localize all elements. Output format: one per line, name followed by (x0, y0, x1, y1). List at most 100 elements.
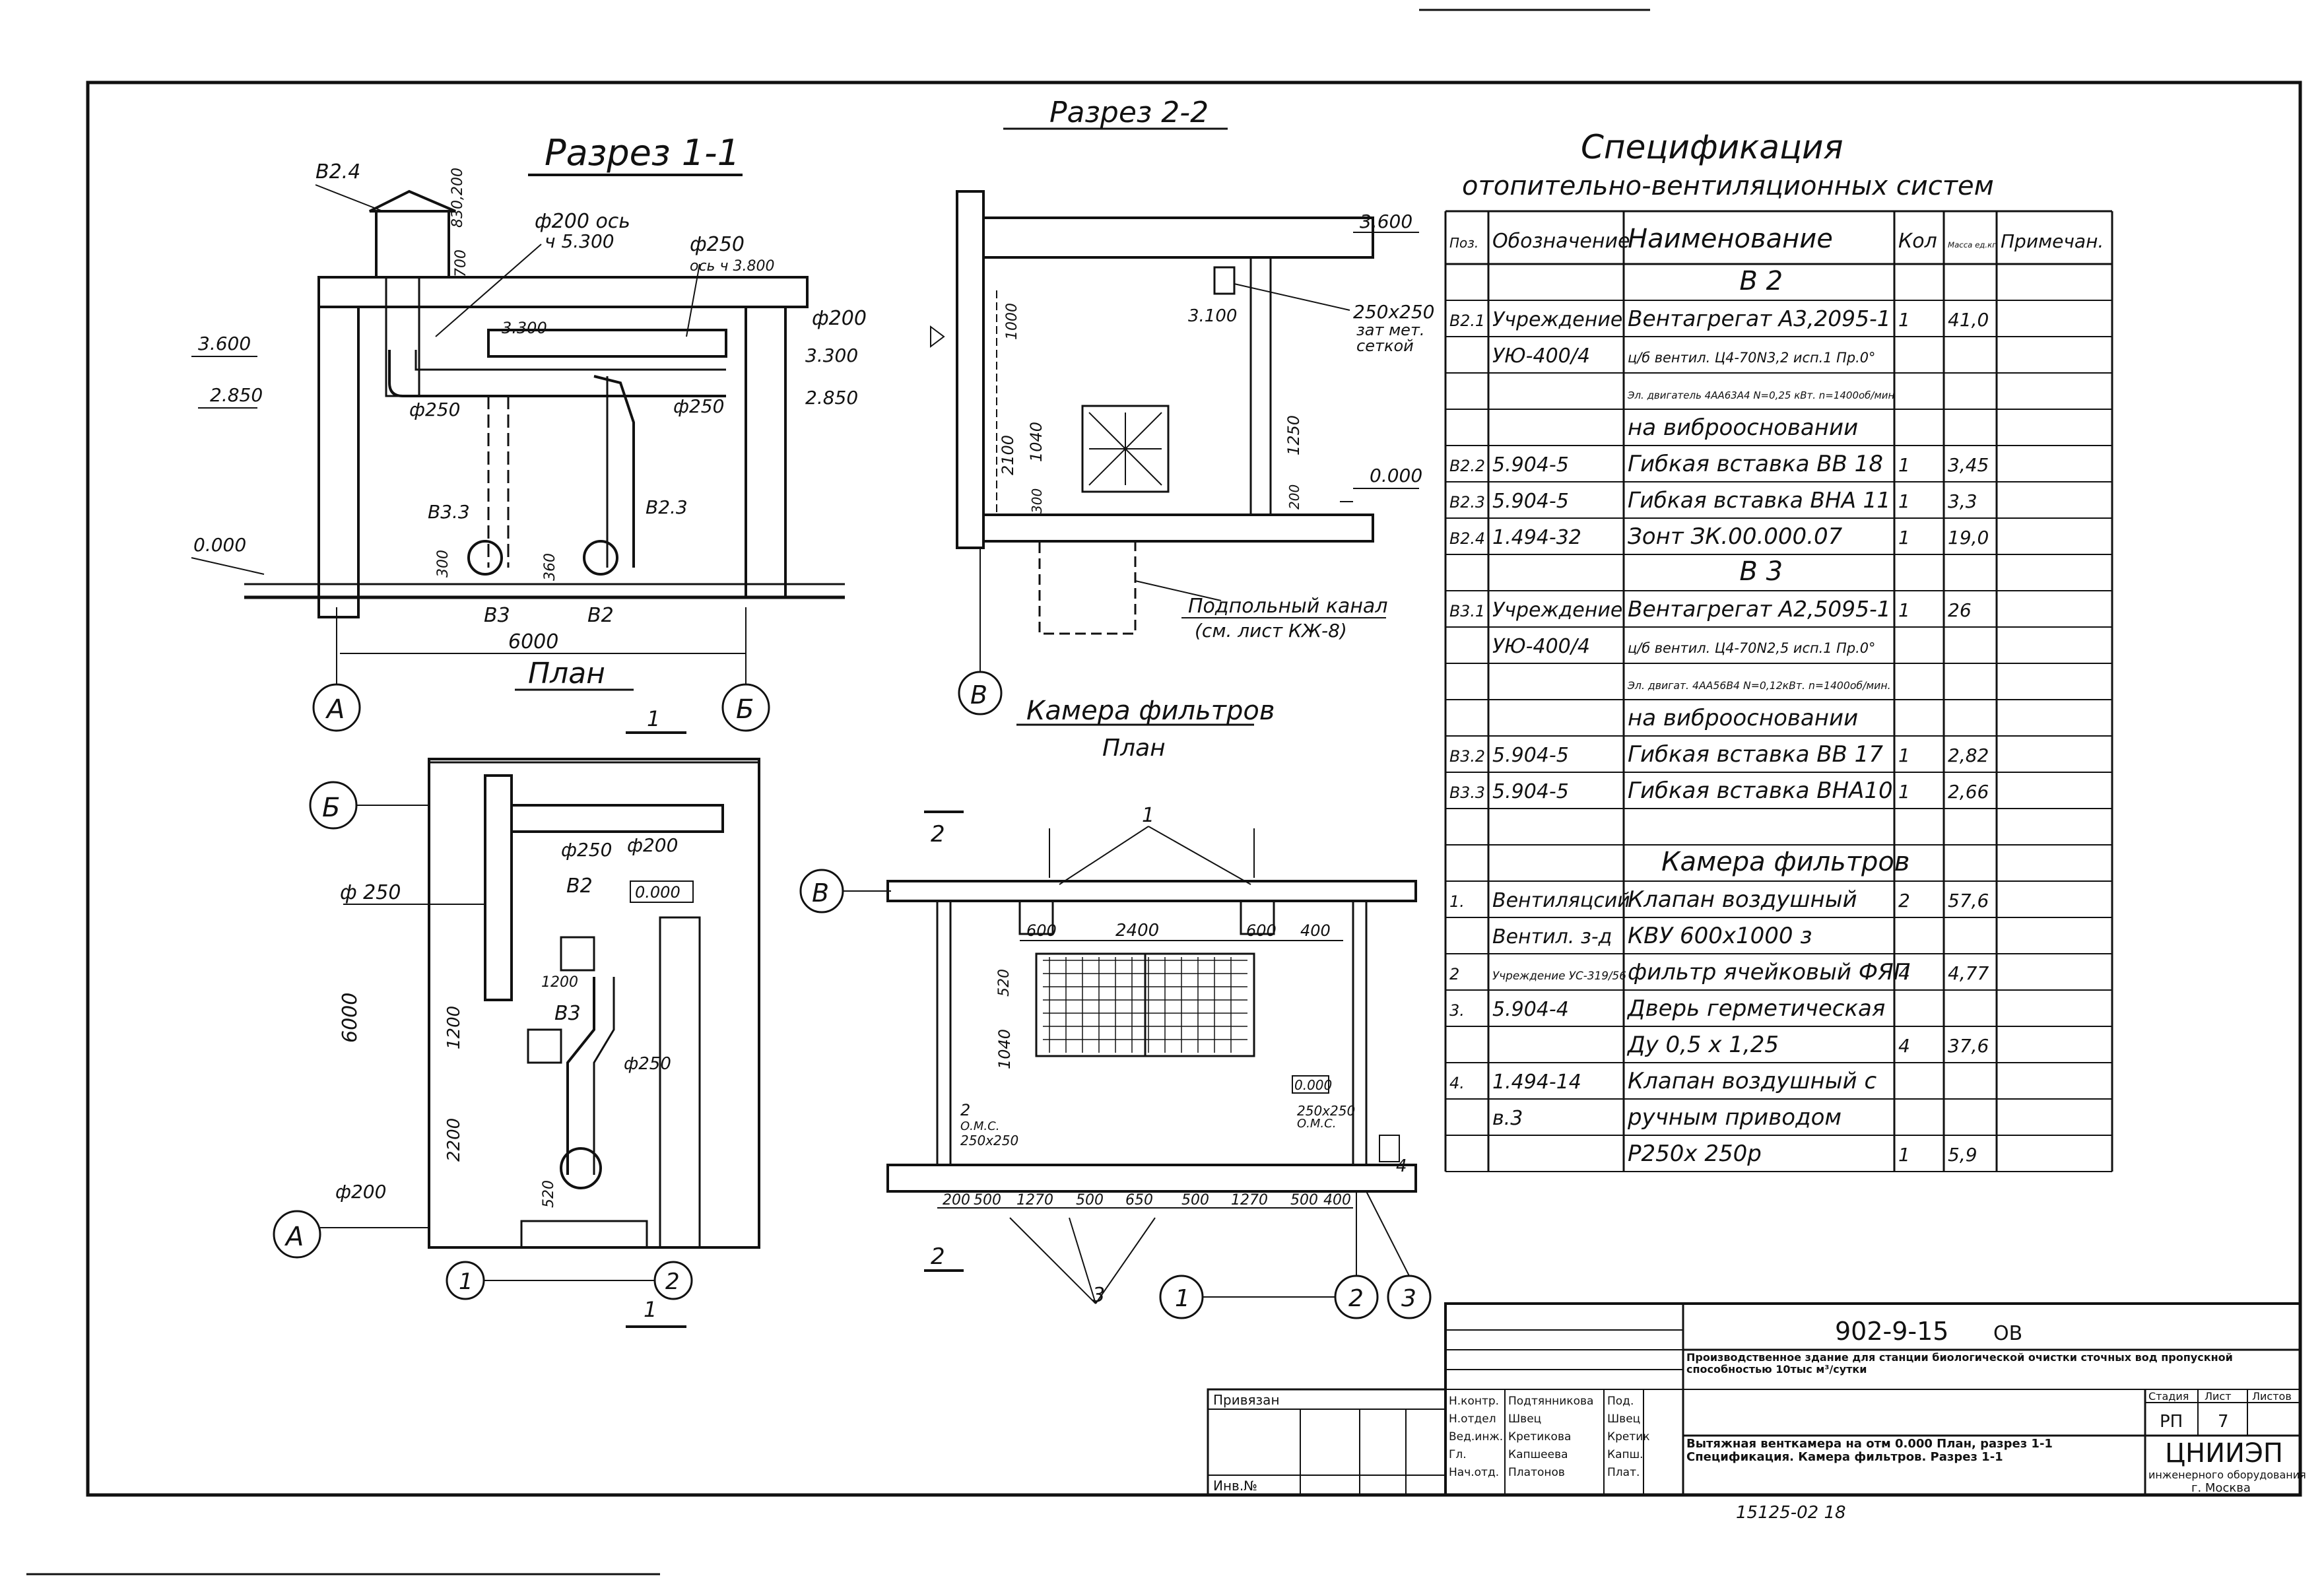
fc-leader-3: 3 (1092, 1284, 1105, 1307)
spec-cell: 4,77 (1948, 962, 1989, 984)
label-v2: В2 (587, 604, 614, 627)
spec-title: Спецификация (1581, 128, 1843, 166)
plan-dim-1200b: 1200 (541, 974, 578, 991)
spec-cell: 1 (1898, 745, 1910, 766)
s22-dim-1000: 1000 (1004, 303, 1020, 340)
spec-cell: Гибкая вставка ВВ 18 (1628, 451, 1883, 477)
plan-d250-left: ф 250 (340, 881, 401, 904)
fc-cut-top: 2 (931, 821, 945, 847)
spec-cell: Учреждение (1492, 599, 1622, 622)
plan-d250-right: ф250 (624, 1054, 671, 1074)
plan-d200-top: ф200 (627, 834, 678, 856)
spec-cell: 2,82 (1948, 745, 1989, 766)
spec-cell: 3,3 (1948, 490, 1977, 512)
plan-label-v2: В2 (566, 875, 593, 898)
spec-cell: Гибкая вставка ВНА10 (1628, 778, 1893, 804)
spec-cell: Вентил. з-д (1492, 925, 1612, 948)
label-v24: В2.4 (315, 160, 360, 183)
spec-cell: 1 (1898, 490, 1910, 512)
spec-header: Масса ед.кг (1948, 240, 1997, 249)
label-v23: В2.3 (646, 496, 688, 518)
tb-stage: РП (2160, 1412, 2183, 1432)
s22-dim-1250: 1250 (1284, 415, 1303, 455)
cut-mark-top: 1 (647, 706, 660, 731)
spec-cell: 1.494-32 (1492, 526, 1581, 549)
d250-mid: ф250 (673, 395, 724, 417)
plan-dim-520: 520 (541, 1180, 557, 1208)
filter-chamber: Камера фильтров План 2 2 В 1 600 2400 60… (799, 696, 1432, 1319)
spec-cell: Вентагрегат А2,5095-1 (1628, 597, 1891, 622)
spec-cell: 1 (1898, 309, 1910, 331)
spec-cell: В2.2 (1449, 457, 1485, 475)
section-1-1: Разрез 1-1 В2.4 830,200 700 ф200 ось ч 5… (191, 132, 867, 732)
fc-dim-520: 520 (996, 969, 1013, 997)
fc-title: Камера фильтров (1026, 696, 1275, 726)
spec-cell: 5.904-4 (1492, 998, 1569, 1021)
plan-axis-1: 1 (459, 1269, 473, 1295)
tb-org-name: ЦНИИЭП (2165, 1438, 2283, 1469)
specification: Спецификация отопительно-вентиляционных … (1444, 128, 2113, 1172)
spec-cell: 1 (1898, 1144, 1910, 1166)
s22-elev-0000: 0.000 (1370, 465, 1422, 486)
spec-cell: Клапан воздушный с (1628, 1068, 1876, 1094)
tb-sig: Плат. (1607, 1466, 1640, 1479)
duct-200-label: ф200 ось (535, 210, 630, 233)
spec-cell: В3.3 (1449, 783, 1485, 802)
spec-cell: на виброосновании (1628, 415, 1858, 441)
tb-sig: Капш. (1607, 1448, 1643, 1461)
s22-channel-label: Подпольный канал (1188, 595, 1388, 618)
tb-stage-label: Стадия (2148, 1390, 2189, 1403)
spec-cell: В2.1 (1449, 312, 1485, 330)
tb-role: Гл. (1449, 1448, 1467, 1461)
section-2-2: Разрез 2-2 3.600 250x250 зат мет. сеткой… (930, 96, 1434, 715)
title-block: 902-9-15 ОВ Производственное здание для … (1207, 1302, 2306, 1523)
tb-sheet-code: ОВ (1993, 1322, 2022, 1345)
fc-om-c-right: О.М.С. (1297, 1117, 1336, 1131)
fc-bottom-dim: 500 (974, 1192, 1001, 1209)
s22-note2: сеткой (1356, 337, 1414, 355)
plan-elev-box: 0.000 (635, 883, 681, 902)
spec-cell: 1 (1898, 599, 1910, 621)
tb-name: Подтянникова (1508, 1395, 1593, 1408)
fc-dim-2400: 2400 (1115, 921, 1159, 941)
spec-cell: 2 (1898, 890, 1910, 912)
s22-dim-200: 200 (1286, 484, 1302, 510)
fc-dim-400: 400 (1300, 921, 1331, 940)
spec-cell: 5,9 (1948, 1144, 1977, 1166)
tb-sheet-title: Вытяжная венткамера на отм 0.000 План, р… (1686, 1438, 2053, 1464)
tb-role: Н.отдел (1449, 1412, 1496, 1426)
tb-name: Платонов (1508, 1466, 1565, 1479)
spec-cell: ц/б вентил. Ц4-70N2,5 исп.1 Пр.0° (1628, 640, 1875, 656)
fc-bottom-dim: 1270 (1016, 1192, 1053, 1209)
dim-300: 300 (435, 550, 451, 578)
plan-axis-b: Б (322, 793, 340, 823)
cut-mark-bottom: 1 (644, 1297, 657, 1322)
fc-axis-1: 1 (1175, 1285, 1190, 1312)
spec-cell: 26 (1948, 599, 1972, 621)
elev-3300-mark: 3.300 (502, 319, 547, 337)
fc-dim-600a: 600 (1026, 921, 1057, 940)
spec-cell: 2,66 (1948, 781, 1989, 803)
spec-cell: 1. (1449, 892, 1465, 911)
plan-label-v3: В3 (554, 1002, 581, 1025)
spec-header: Обозначение (1492, 230, 1630, 253)
plan-axis-a: А (284, 1222, 304, 1252)
duct-250-label: ф250 (690, 233, 745, 256)
duct-250-elev: ось ч 3.800 (690, 258, 775, 275)
spec-cell: 1 (1898, 454, 1910, 476)
tb-sig: Под. (1607, 1395, 1634, 1408)
spec-cell: В3.2 (1449, 747, 1485, 766)
dim-360: 360 (542, 553, 558, 581)
tb-sig: Швец (1607, 1412, 1640, 1426)
spec-cell: В2.3 (1449, 493, 1485, 512)
fc-bottom-dim: 500 (1290, 1192, 1318, 1209)
fc-bottom-dim: 1270 (1231, 1192, 1268, 1209)
fc-mark-4: 4 (1396, 1156, 1407, 1176)
elev-2850-right: 2.850 (805, 387, 858, 409)
tb-role: Нач.отд. (1449, 1466, 1499, 1479)
spec-cell: 5.904-5 (1492, 744, 1569, 767)
tb-sheet-label: Лист (2205, 1390, 2232, 1403)
plan-d250-top: ф250 (561, 839, 612, 861)
elev-3600-left: 3.600 (198, 333, 251, 354)
